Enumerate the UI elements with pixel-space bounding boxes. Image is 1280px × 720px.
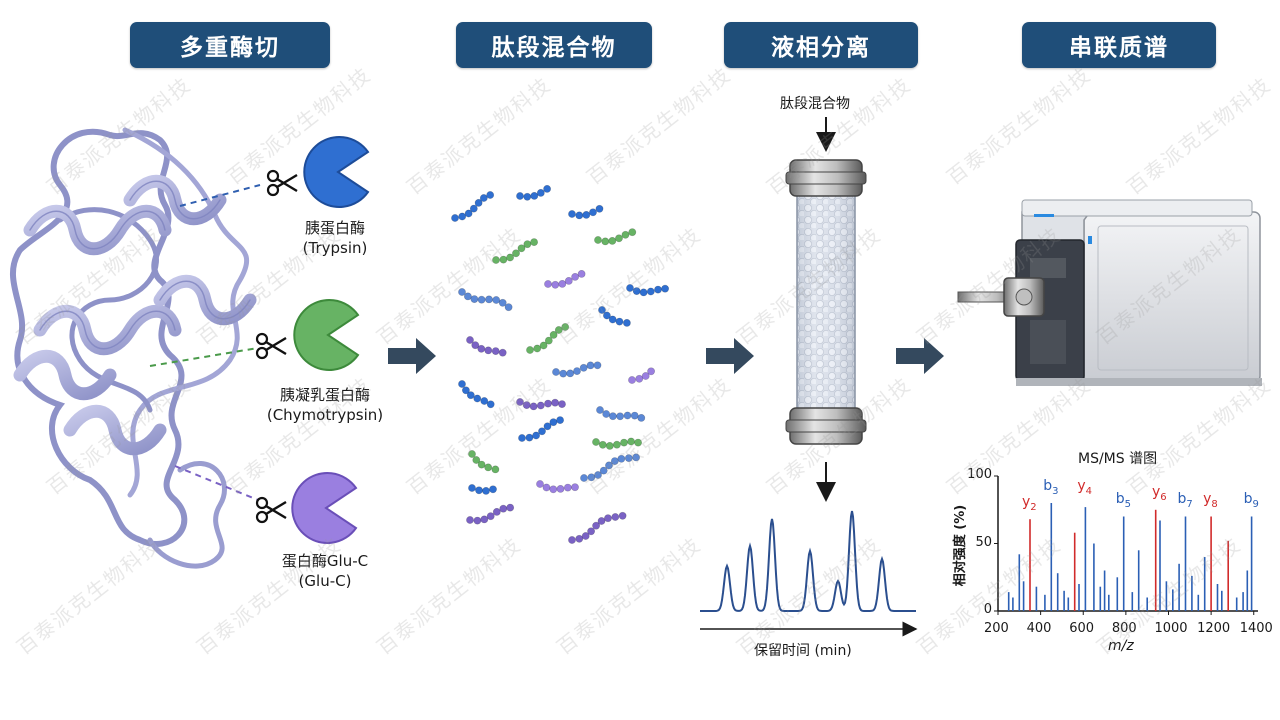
ion-label-b7: b7 bbox=[1178, 491, 1193, 510]
peptide-mixture bbox=[451, 185, 668, 543]
spectrum-xtick-label: 1400 bbox=[1240, 621, 1273, 636]
lc-input-label: 肽段混合物 bbox=[780, 93, 850, 113]
spectrum-xtick-label: 200 bbox=[984, 621, 1009, 636]
peptide-chain bbox=[458, 380, 494, 408]
peptide-chain bbox=[568, 512, 626, 543]
peptide-chain bbox=[544, 270, 585, 288]
spectrum-ytick-label: 100 bbox=[962, 467, 992, 482]
spectrum-ytick-label: 50 bbox=[962, 535, 992, 550]
enzyme-gluc-label: 蛋白酶Glu-C (Glu-C) bbox=[250, 551, 400, 591]
scissors-icon bbox=[257, 498, 286, 522]
enzyme-trypsin-label: 胰蛋白酶 (Trypsin) bbox=[280, 218, 390, 258]
spectrum-xtick-label: 800 bbox=[1112, 621, 1137, 636]
peptide-chain bbox=[626, 284, 668, 296]
protein-structure bbox=[13, 130, 250, 566]
enzyme-gluc-latin: (Glu-C) bbox=[250, 571, 400, 591]
peptide-chain bbox=[468, 450, 499, 473]
peptide-chain bbox=[552, 362, 601, 378]
peptide-chain bbox=[518, 417, 563, 442]
chromatogram bbox=[700, 511, 916, 629]
spectrum-xlabel: m/z bbox=[1108, 638, 1134, 654]
arrow-right-icon bbox=[388, 338, 436, 374]
ion-label-b9: b9 bbox=[1244, 491, 1259, 510]
arrow-right-icon bbox=[896, 338, 944, 374]
peptide-chain bbox=[592, 438, 641, 450]
ion-label-y4: y4 bbox=[1077, 478, 1092, 497]
enzyme-gluc-name: 蛋白酶Glu-C bbox=[250, 551, 400, 571]
spectrum-ytick-label: 0 bbox=[962, 602, 992, 617]
enzyme-trypsin-name: 胰蛋白酶 bbox=[280, 218, 390, 238]
spectrum-xtick-label: 1000 bbox=[1154, 621, 1187, 636]
enzyme-chymotrypsin-name: 胰凝乳蛋白酶 bbox=[250, 385, 400, 405]
spectrum-xtick-label: 400 bbox=[1027, 621, 1052, 636]
peptide-chain bbox=[598, 306, 630, 326]
arrow-right-icon bbox=[706, 338, 754, 374]
ion-label-b3: b3 bbox=[1043, 478, 1058, 497]
lc-column bbox=[786, 117, 866, 500]
enzyme-trypsin-latin: (Trypsin) bbox=[280, 238, 390, 258]
chromatogram-xaxis-label: 保留时间 (min) bbox=[754, 640, 852, 660]
peptide-chain bbox=[568, 205, 603, 219]
peptide-chain bbox=[466, 504, 513, 524]
peptide-chain bbox=[516, 185, 550, 200]
ion-label-y6: y6 bbox=[1152, 484, 1167, 503]
enzyme-chymotrypsin-label: 胰凝乳蛋白酶 (Chymotrypsin) bbox=[250, 385, 400, 425]
spectrum-xtick-label: 600 bbox=[1069, 621, 1094, 636]
peptide-chain bbox=[536, 480, 578, 493]
ion-label-b5: b5 bbox=[1116, 491, 1131, 510]
peptide-chain bbox=[594, 229, 636, 245]
peptide-chain bbox=[580, 454, 639, 482]
peptide-chain bbox=[526, 323, 568, 353]
peptide-chain bbox=[492, 239, 537, 264]
ion-label-y2: y2 bbox=[1022, 494, 1037, 513]
peptide-chain bbox=[596, 406, 645, 421]
scissors-icon bbox=[268, 171, 297, 195]
mass-spectrometer bbox=[958, 200, 1262, 386]
spectrum-title: MS/MS 谱图 bbox=[1078, 448, 1157, 468]
spectrum-xtick-label: 1200 bbox=[1197, 621, 1230, 636]
peptide-chain bbox=[451, 191, 493, 221]
enzyme-gluc-icon bbox=[292, 473, 356, 543]
peptide-chain bbox=[516, 398, 565, 410]
peptide-chain bbox=[466, 336, 506, 356]
ion-label-y8: y8 bbox=[1203, 491, 1218, 510]
peptide-chain bbox=[458, 288, 512, 310]
peptide-chain bbox=[628, 368, 654, 384]
enzyme-chymotrypsin-icon bbox=[294, 300, 358, 370]
enzyme-trypsin-icon bbox=[304, 137, 368, 207]
scissors-icon bbox=[257, 334, 286, 358]
peptide-chain bbox=[468, 484, 496, 494]
enzyme-chymotrypsin-latin: (Chymotrypsin) bbox=[250, 405, 400, 425]
